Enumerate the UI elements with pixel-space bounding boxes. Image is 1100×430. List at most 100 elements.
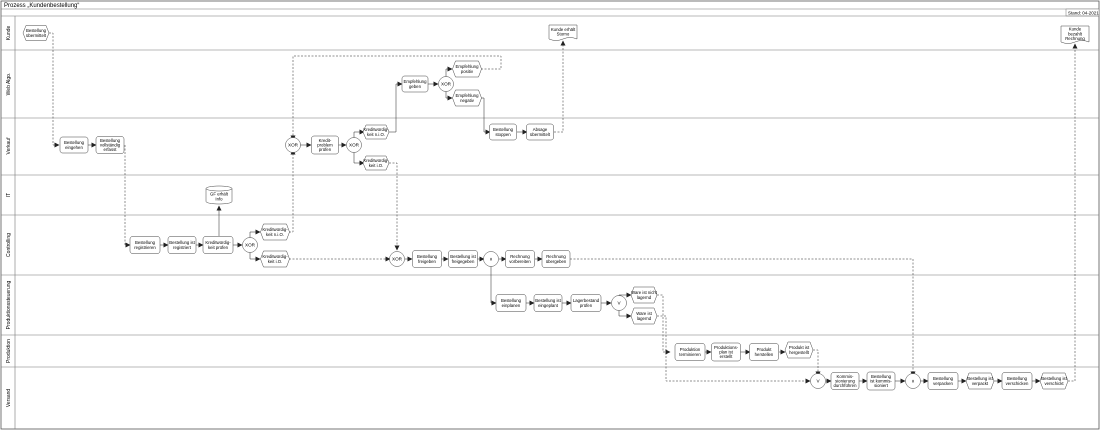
node-label-c8-1: vorbereiten <box>509 259 531 264</box>
operator-oc3: ∧ <box>483 251 499 267</box>
operator-circle-ow1 <box>438 76 454 92</box>
node-shape-w3 <box>452 89 482 107</box>
node-label-vs2-0: Bestellung <box>871 374 892 379</box>
node-v4: Kreditwürdig-keit n.i.O. <box>362 124 390 140</box>
operator-label-ovs2: ∧ <box>911 379 915 384</box>
node-shape-vs6 <box>1039 372 1069 390</box>
node-label-vs4-0: Bestellung ist <box>967 376 993 381</box>
node-shape-v4 <box>362 124 390 140</box>
operator-ops1: V <box>611 295 627 311</box>
node-label-ps1-1: einplanen <box>502 303 521 308</box>
node-label-v4-1: keit n.i.O. <box>367 132 385 137</box>
node-label-ps3-1: prüfen <box>580 303 593 308</box>
node-label-c3-1: keit prüfen <box>208 245 229 250</box>
node-label-c1-0: Bestellung <box>135 240 156 245</box>
node-shape-c2 <box>167 236 197 254</box>
node-label-k3-0: Kunde <box>1069 27 1082 32</box>
diagram-status: Stand: 04-2021 <box>1068 10 1099 15</box>
operator-ow1: XOR <box>438 76 454 92</box>
operator-circle-ovs2 <box>905 373 921 389</box>
operator-ovs1: V <box>810 373 826 389</box>
node-label-v7-0: Absage <box>533 127 548 132</box>
edge-ov2-v5 <box>353 150 365 166</box>
node-label-v1-1: eingehen <box>65 145 83 150</box>
node-label-ps5-1: lagernd <box>637 316 652 321</box>
node-shape-vs2 <box>866 371 896 391</box>
node-label-p4-1: hergestellt <box>789 350 810 355</box>
operator-label-ov2: XOR <box>349 143 360 148</box>
node-label-k3-1: bezahlt <box>1068 31 1083 36</box>
node-shape-v7 <box>526 123 554 141</box>
node-shape-c5 <box>260 250 290 268</box>
node-label-it1-1: Info <box>215 196 223 201</box>
node-label-c3-0: Kreditwürdig- <box>205 240 231 245</box>
node-label-vs3-1: verpacken <box>933 381 953 386</box>
node-shape-p1 <box>674 343 706 361</box>
node-label-v6-1: stoppen <box>495 132 511 137</box>
node-label-v3-2: prüfen <box>319 147 332 152</box>
node-shape-ps3 <box>570 294 602 312</box>
lane-label-produktionssteuerung: Produktionssteuerung <box>6 280 12 329</box>
node-label-v4-0: Kreditwürdig- <box>363 127 389 132</box>
edge-v2-c1 <box>124 145 131 248</box>
node-label-v1-0: Bestellung <box>64 140 85 145</box>
edge-oc3-ps1 <box>490 266 497 306</box>
operator-oc2: XOR <box>389 251 405 267</box>
node-label-ps4-1: lagernd <box>637 295 652 300</box>
node-label-ps3-0: Lagerbestand <box>573 298 600 303</box>
edge-oc1-c5 <box>249 250 261 262</box>
lane-label-it: IT <box>6 193 12 197</box>
lanes: Kunde Web Algo. Verkauf IT Controlling P… <box>1 15 1099 429</box>
node-label-c4-0: Kreditwürdig- <box>262 227 288 232</box>
node-label-c5-1: keit i.O. <box>268 259 283 264</box>
node-label-c7-0: Bestellung ist <box>450 254 476 259</box>
node-v5: Kreditwürdig-keit i.O. <box>362 155 390 171</box>
edge-vs6-k3 <box>1068 43 1078 382</box>
node-shape-v3 <box>311 135 339 155</box>
node-label-v3-1: problem <box>317 143 333 148</box>
node-label-v2-0: Bestellung <box>100 138 121 143</box>
node-label-vs6-0: Bestellung ist <box>1041 376 1067 381</box>
node-label-vs4-1: verpackt <box>972 381 989 386</box>
operator-circle-oc2 <box>389 251 405 267</box>
node-shape-k2 <box>548 24 578 41</box>
node-label-c2-1: registriert <box>173 245 192 250</box>
node-shape-p4 <box>784 341 814 359</box>
node-label-w2-1: positiv <box>461 69 474 74</box>
node-shape-vs4 <box>965 372 995 390</box>
node-label-c9-0: Rechnung <box>546 254 566 259</box>
node-shape-p3 <box>749 343 779 361</box>
operator-label-oc1: XOR <box>245 243 256 248</box>
node-label-v7-1: übermittelt <box>530 132 551 137</box>
node-label-c6-0: Bestellung <box>417 254 438 259</box>
edge-c4-ov1 <box>289 149 296 233</box>
edge-w3-v6 <box>481 97 491 135</box>
node-c5: Kreditwürdig-keit i.O. <box>260 250 290 268</box>
node-shape-c1 <box>129 236 161 254</box>
node-label-vs2-1: ist kommis- <box>870 379 892 384</box>
operator-label-oc2: XOR <box>392 257 403 262</box>
operator-label-ow1: XOR <box>441 82 452 87</box>
operator-circle-oc3 <box>483 251 499 267</box>
node-shape-w1 <box>401 75 429 93</box>
node-shape-c8 <box>505 250 535 268</box>
node-label-v2-2: erfasst <box>104 147 118 152</box>
node-shape-ps5 <box>630 307 658 325</box>
operator-ov1: XOR <box>285 137 301 153</box>
node-c4: Kreditwürdig-keit n.i.O. <box>260 223 290 241</box>
